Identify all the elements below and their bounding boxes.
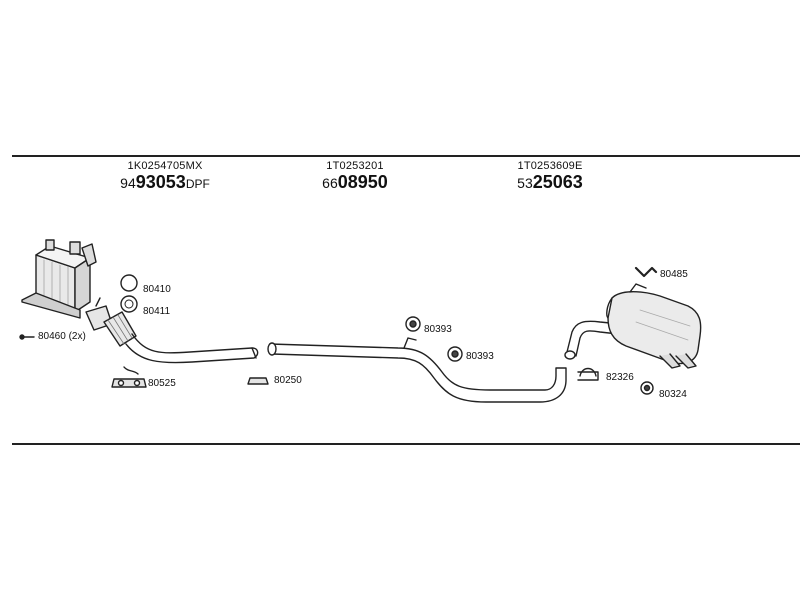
hanger-icon: [123, 366, 139, 375]
part-label-80324: 80324: [659, 389, 687, 400]
rear-muffler-drawing: [564, 283, 702, 369]
section-header-middle-pipe: 1T0253201 6608950: [295, 160, 415, 194]
part-number: 5325063: [517, 172, 583, 192]
top-divider-line: [12, 155, 800, 157]
part-label-80411: 80411: [143, 306, 171, 317]
section-header-dpf: 1K0254705MX 9493053DPF: [100, 160, 230, 194]
oem-number: 1T0253609E: [517, 160, 583, 172]
part-label-80525: 80525: [148, 378, 176, 389]
u-clamp-icon: [577, 367, 599, 381]
part-label-80393: 80393: [466, 351, 494, 362]
part-label-82326: 82326: [606, 372, 634, 383]
gasket-ring-icon: [120, 295, 138, 313]
flange-gasket-icon: [111, 378, 147, 388]
part-label-80410: 80410: [143, 284, 171, 295]
rubber-mount-icon: [405, 316, 421, 332]
middle-pipe-drawing: [267, 337, 567, 403]
rubber-ring-icon: [640, 381, 654, 395]
section-header-rear-muffler: 1T0253609E 5325063: [490, 160, 610, 194]
part-number: 9493053DPF: [120, 172, 210, 192]
part-label-80393: 80393: [424, 324, 452, 335]
rubber-mount-icon: [447, 346, 463, 362]
front-pipe-drawing: [103, 311, 259, 364]
bottom-divider-line: [12, 443, 800, 445]
dpf-catalyst-drawing: [21, 239, 113, 331]
mounting-bracket-icon: [634, 266, 658, 278]
clamp-icon: [247, 377, 269, 385]
part-label-80485: 80485: [660, 269, 688, 280]
oem-number: 1K0254705MX: [127, 160, 203, 172]
gasket-ring-icon: [120, 274, 138, 292]
part-number: 6608950: [322, 172, 388, 192]
oem-number: 1T0253201: [326, 160, 384, 172]
part-label-80460: 80460 (2x): [38, 331, 86, 342]
part-label-80250: 80250: [274, 375, 302, 386]
